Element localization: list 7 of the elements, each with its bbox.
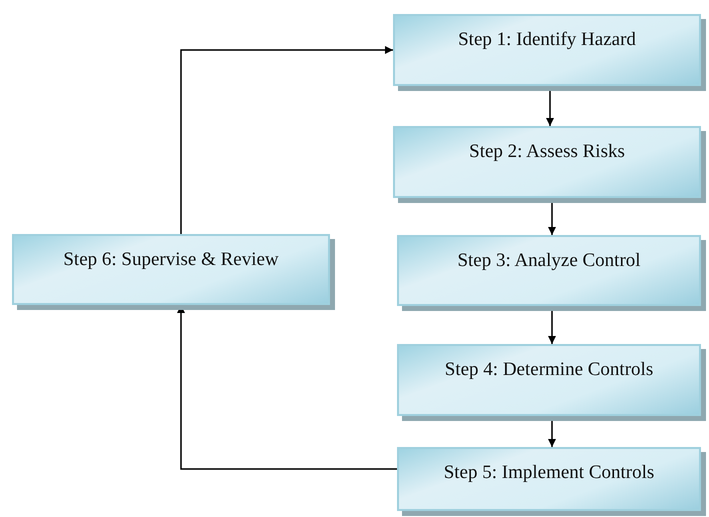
step-label: Step 6: Supervise & Review [63, 249, 279, 271]
step-label: Step 3: Analyze Control [457, 250, 641, 272]
arrow [180, 46, 393, 234]
step-label: Step 2: Assess Risks [469, 141, 625, 163]
step-label: Step 5: Implement Controls [444, 462, 654, 484]
step-label: Step 4: Determine Controls [444, 359, 654, 381]
step-label: Step 1: Identify Hazard [458, 29, 636, 51]
